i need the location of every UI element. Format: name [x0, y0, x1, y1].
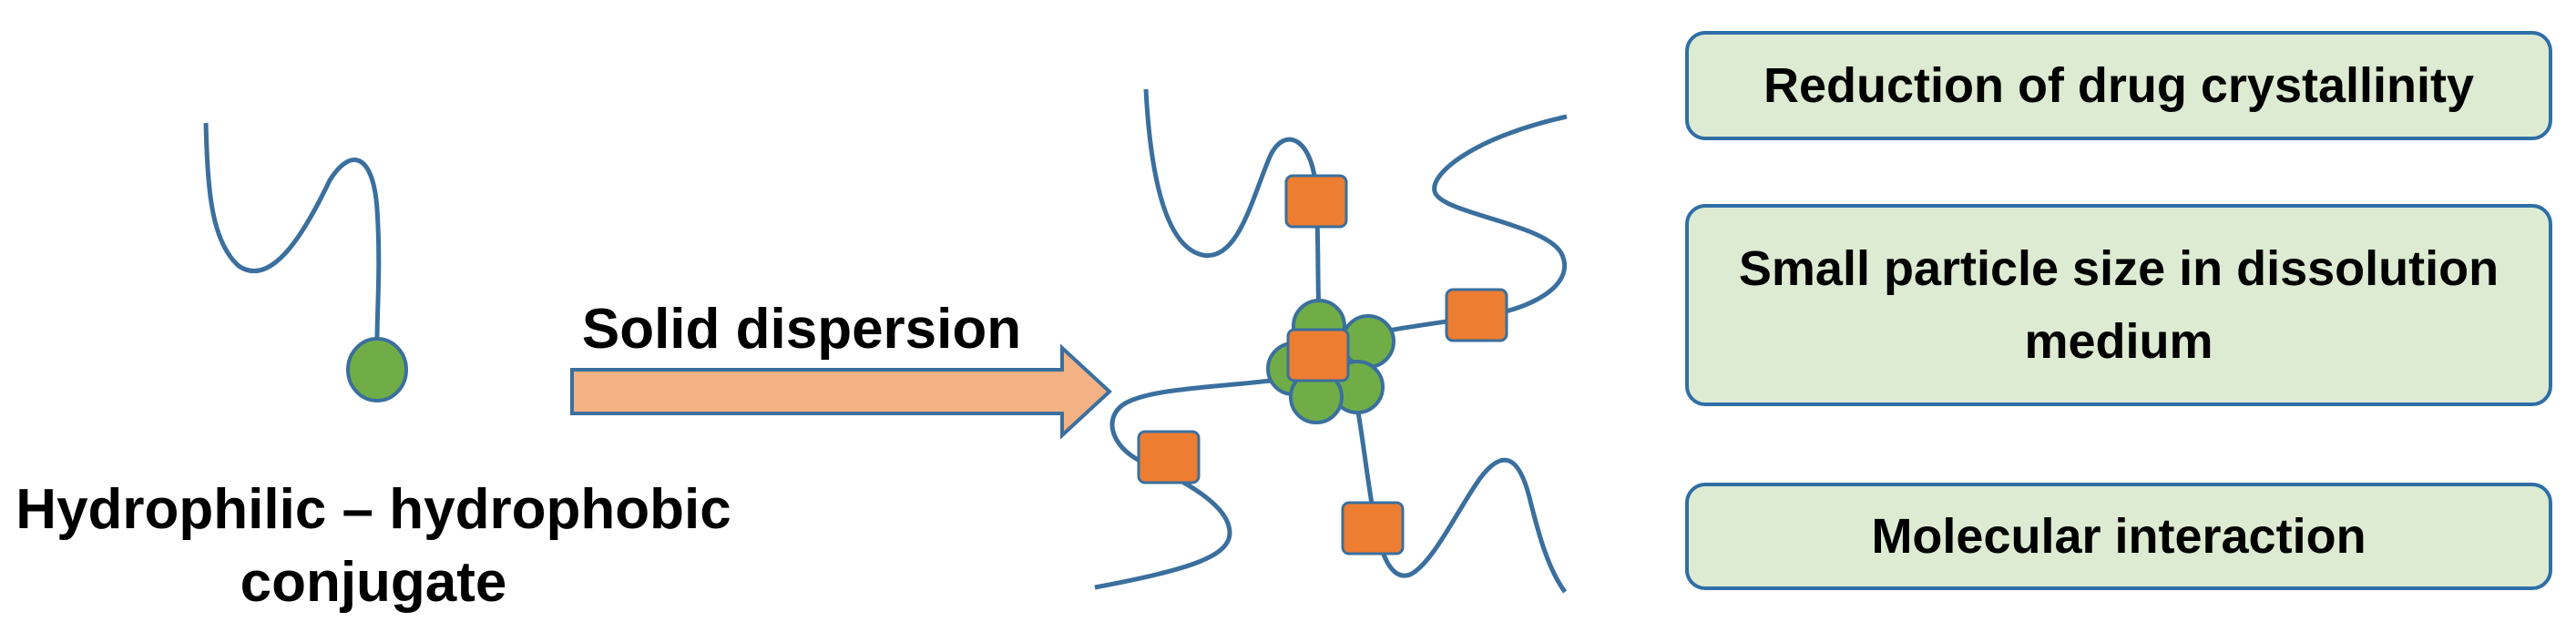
conjugate-label-line1: Hydrophilic – hydrophobic — [15, 478, 731, 541]
dispersion-assembly — [1094, 88, 1568, 594]
effect-text: Reduction of drug crystallinity — [1763, 58, 2475, 113]
chain-bottom — [1353, 396, 1568, 594]
drug-square — [1137, 430, 1201, 484]
arrow-label: Solid dispersion — [581, 298, 1022, 361]
effect-text: Small particle size in dissolution mediu… — [1738, 241, 2499, 369]
effect-box-particle-size: Small particle size in dissolution mediu… — [1685, 204, 2552, 406]
core-bead — [1341, 314, 1395, 369]
single-conjugate — [203, 122, 408, 403]
process-arrow — [570, 343, 1112, 440]
hydrophobic-bead — [346, 337, 408, 403]
effect-text: Molecular interaction — [1871, 509, 2366, 564]
drug-square — [1445, 288, 1508, 342]
drug-square — [1286, 328, 1350, 382]
hydrophilic-chain — [203, 122, 382, 340]
effect-box-crystallinity: Reduction of drug crystallinity — [1685, 31, 2552, 140]
conjugate-label: Hydrophilic – hydrophobic conjugate — [0, 474, 747, 619]
drug-square — [1284, 174, 1348, 229]
effect-box-molecular-interaction: Molecular interaction — [1685, 483, 2552, 590]
conjugate-label-line2: conjugate — [240, 551, 507, 614]
drug-square — [1341, 501, 1405, 556]
